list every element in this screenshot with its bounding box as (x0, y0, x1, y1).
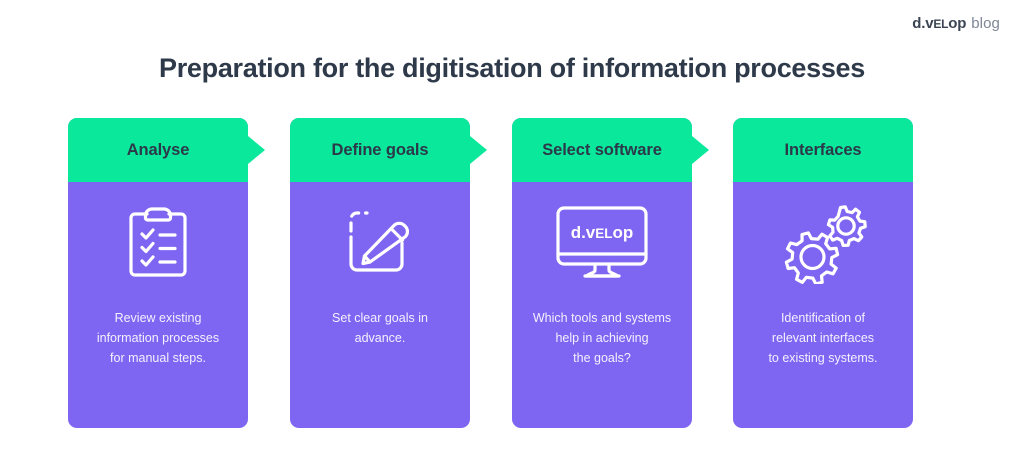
step-card-header: Analyse (68, 118, 248, 182)
step-card-body: Review existing information processes fo… (96, 311, 220, 365)
step-card-interfaces[interactable]: Interfaces Identification of relevant in… (733, 118, 913, 428)
step-card-header: Define goals (290, 118, 470, 182)
step-card-select-software[interactable]: Select software d.vELop Which tools and … (512, 118, 709, 428)
step-card-body: Identification of relevant interfaces to… (768, 311, 878, 365)
brand-mark: d.velop (912, 15, 967, 32)
step-card-body: Set clear goals in advance. (332, 311, 428, 345)
step-card-title: Interfaces (784, 140, 862, 159)
step-card-define-goals[interactable]: Define goals Set clear goals in advance. (290, 118, 487, 428)
brand-word: blog (971, 15, 1000, 32)
step-card-title: Define goals (331, 140, 429, 159)
step-card-analyse[interactable]: Analyse Review existing information proc… (68, 118, 265, 428)
step-card-header: Interfaces (733, 118, 913, 182)
pencil-edit-icon (290, 196, 470, 288)
brand-logo: d.velop blog (912, 16, 1000, 31)
chevron-right-icon (470, 136, 487, 164)
chevron-right-icon (692, 136, 709, 164)
step-card-title: Select software (542, 140, 662, 159)
svg-text:d.vELop: d.vELop (571, 223, 634, 242)
step-card-header: Select software (512, 118, 692, 182)
step-card-body: Which tools and systems help in achievin… (532, 311, 672, 365)
step-card-title: Analyse (126, 140, 190, 159)
clipboard-checklist-icon (68, 196, 248, 288)
process-step-cards: Analyse Review existing information proc… (68, 118, 956, 428)
monitor-dvelop-icon: d.vELop (512, 196, 692, 288)
page-title: Preparation for the digitisation of info… (159, 53, 865, 83)
chevron-right-icon (248, 136, 265, 164)
gears-icon (733, 196, 913, 288)
